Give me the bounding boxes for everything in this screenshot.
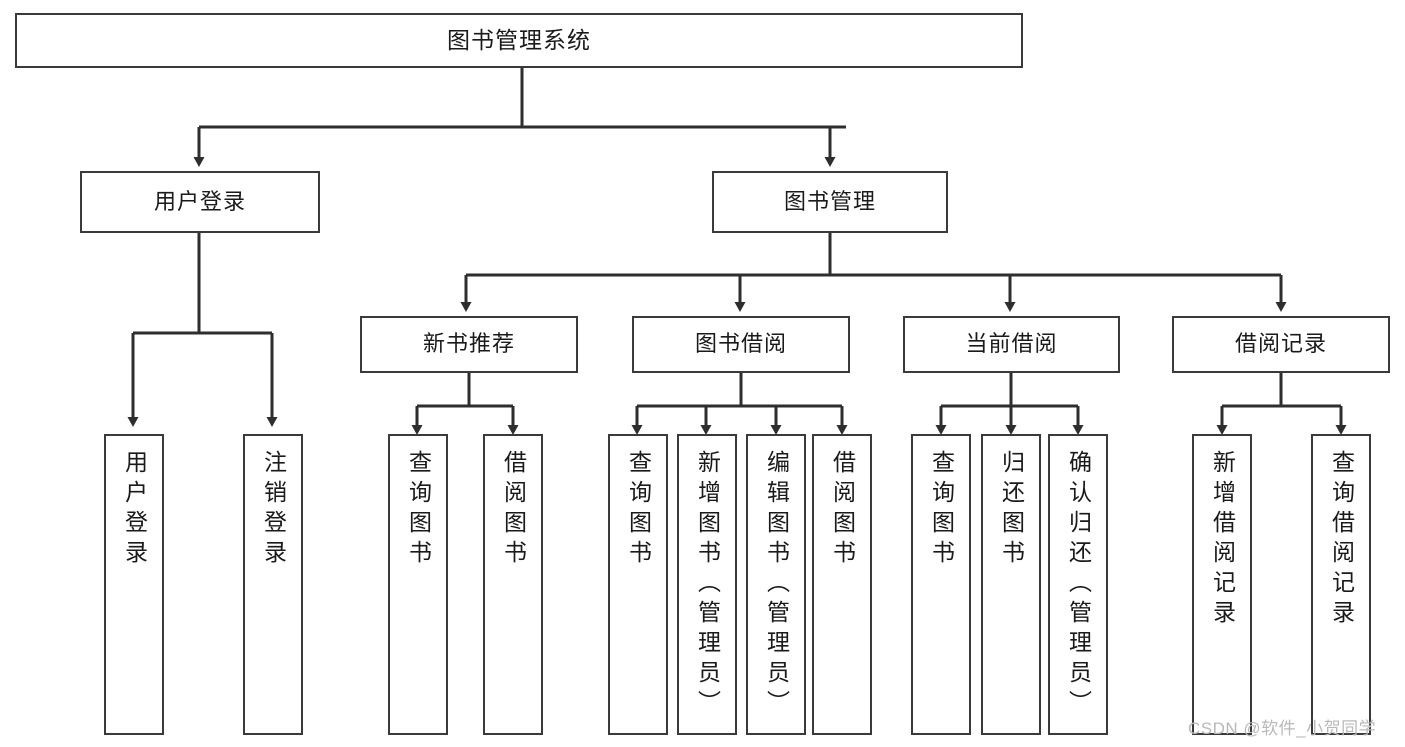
node-borrow-record[interactable]: 借阅记录 (1172, 316, 1390, 373)
node-label: 用户登录 (153, 188, 246, 214)
node-label: 查询图书 (928, 450, 955, 570)
node-label: 当前借阅 (965, 331, 1058, 357)
node-label: 新增借阅记录 (1209, 450, 1236, 630)
node-label: 图书借阅 (694, 331, 787, 357)
node-label: 新增图书（管理员） (694, 450, 721, 720)
node-label: 编辑图书（管理员） (763, 450, 790, 720)
node-label: 用户登录 (121, 450, 148, 570)
node-book-management[interactable]: 图书管理 (712, 171, 948, 233)
node-label: 注销登录 (260, 450, 287, 570)
node-label: 图书管理 (783, 188, 876, 214)
node-new-book-recommend[interactable]: 新书推荐 (360, 316, 578, 373)
node-label: 借阅图书 (500, 450, 527, 570)
leaf-borrow-query-book[interactable]: 查询图书 (608, 434, 668, 735)
leaf-current-confirm-return-admin[interactable]: 确认归还（管理员） (1048, 434, 1108, 735)
node-label: 新书推荐 (422, 331, 515, 357)
leaf-new-book-query[interactable]: 查询图书 (388, 434, 448, 735)
leaf-user-login-login[interactable]: 用户登录 (104, 434, 164, 735)
node-label: 查询借阅记录 (1328, 450, 1355, 630)
node-current-borrow[interactable]: 当前借阅 (903, 316, 1120, 373)
leaf-borrow-edit-book-admin[interactable]: 编辑图书（管理员） (746, 434, 806, 735)
leaf-borrow-borrow-book[interactable]: 借阅图书 (812, 434, 872, 735)
node-label: 查询图书 (405, 450, 432, 570)
node-label: 查询图书 (625, 450, 652, 570)
node-label: 确认归还（管理员） (1065, 450, 1092, 720)
node-user-login[interactable]: 用户登录 (80, 171, 320, 233)
leaf-record-query-record[interactable]: 查询借阅记录 (1311, 434, 1371, 735)
node-label: 归还图书 (998, 450, 1025, 570)
node-label: 图书管理系统 (447, 26, 591, 53)
leaf-user-login-logout[interactable]: 注销登录 (243, 434, 303, 735)
leaf-new-book-borrow[interactable]: 借阅图书 (483, 434, 543, 735)
leaf-record-add-record[interactable]: 新增借阅记录 (1192, 434, 1252, 735)
node-label: 借阅记录 (1234, 331, 1327, 357)
leaf-current-return-book[interactable]: 归还图书 (981, 434, 1041, 735)
leaf-borrow-add-book-admin[interactable]: 新增图书（管理员） (677, 434, 737, 735)
node-book-borrow[interactable]: 图书借阅 (632, 316, 850, 373)
node-root-system[interactable]: 图书管理系统 (15, 13, 1023, 68)
node-label: 借阅图书 (829, 450, 856, 570)
leaf-current-query-book[interactable]: 查询图书 (911, 434, 971, 735)
